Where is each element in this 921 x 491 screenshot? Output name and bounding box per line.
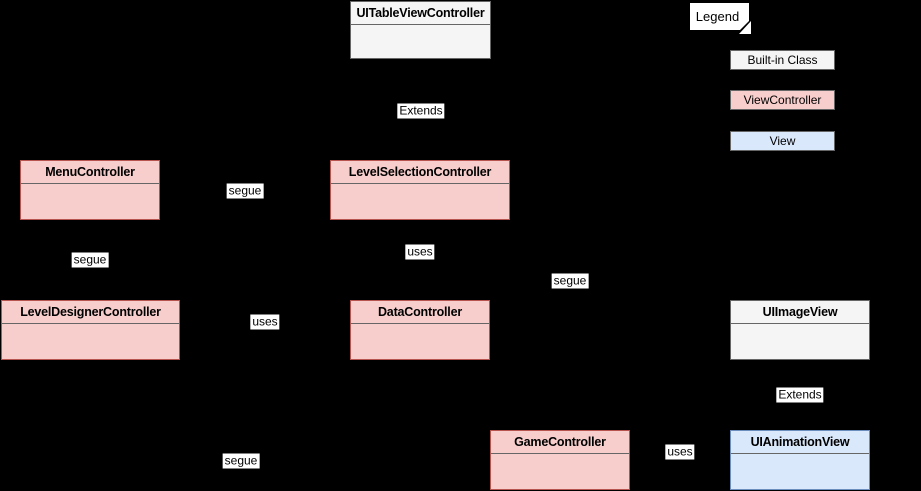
class-title: MenuController (21, 161, 159, 184)
class-body (491, 454, 629, 489)
legend-title: Legend (690, 3, 749, 30)
edge-label-uses-game-uianimationview: uses (665, 444, 695, 460)
class-node-uiimageview[interactable]: UIImageView (730, 300, 870, 360)
class-body (2, 324, 179, 359)
edge-label-uses-leveldesigner-datacontroller: uses (250, 314, 280, 330)
edge-label-segue-levelselection-game: segue (551, 273, 589, 289)
class-body (731, 454, 869, 489)
class-body (21, 184, 159, 219)
edge-label-extends-uiimageview: Extends (776, 387, 824, 403)
class-node-datacontroller[interactable]: DataController (350, 300, 490, 360)
legend-item-view: View (730, 131, 835, 151)
class-body (351, 25, 490, 58)
legend-item-viewcontroller: ViewController (730, 90, 835, 110)
class-title: LevelDesignerController (2, 301, 179, 324)
legend-note: Legend (690, 3, 751, 34)
edge-label-segue-menu-leveldesigner: segue (71, 252, 109, 268)
class-title: UIImageView (731, 301, 869, 324)
class-title: GameController (491, 431, 629, 454)
class-title: UIAnimationView (731, 431, 869, 454)
class-node-gamecontroller[interactable]: GameController (490, 430, 630, 490)
class-node-levelselectioncontroller[interactable]: LevelSelectionController (330, 160, 510, 220)
class-body (331, 184, 509, 219)
class-body (731, 324, 869, 359)
edge-label-segue-leveldesigner-game: segue (222, 453, 260, 469)
edge-label-extends-uitableviewcontroller: Extends (397, 103, 445, 119)
legend-item-builtin-class: Built-in Class (730, 50, 835, 70)
class-body (351, 324, 489, 359)
class-title: DataController (351, 301, 489, 324)
class-node-menucontroller[interactable]: MenuController (20, 160, 160, 220)
class-node-uianimationview[interactable]: UIAnimationView (730, 430, 870, 490)
class-title: UITableViewController (351, 2, 490, 25)
class-node-uitableviewcontroller[interactable]: UITableViewController (350, 1, 491, 59)
edge-label-segue-menu-levelselection: segue (226, 183, 264, 199)
class-node-leveldesignercontroller[interactable]: LevelDesignerController (1, 300, 180, 360)
edge-label-uses-levelselection-datacontroller: uses (405, 244, 435, 260)
class-title: LevelSelectionController (331, 161, 509, 184)
